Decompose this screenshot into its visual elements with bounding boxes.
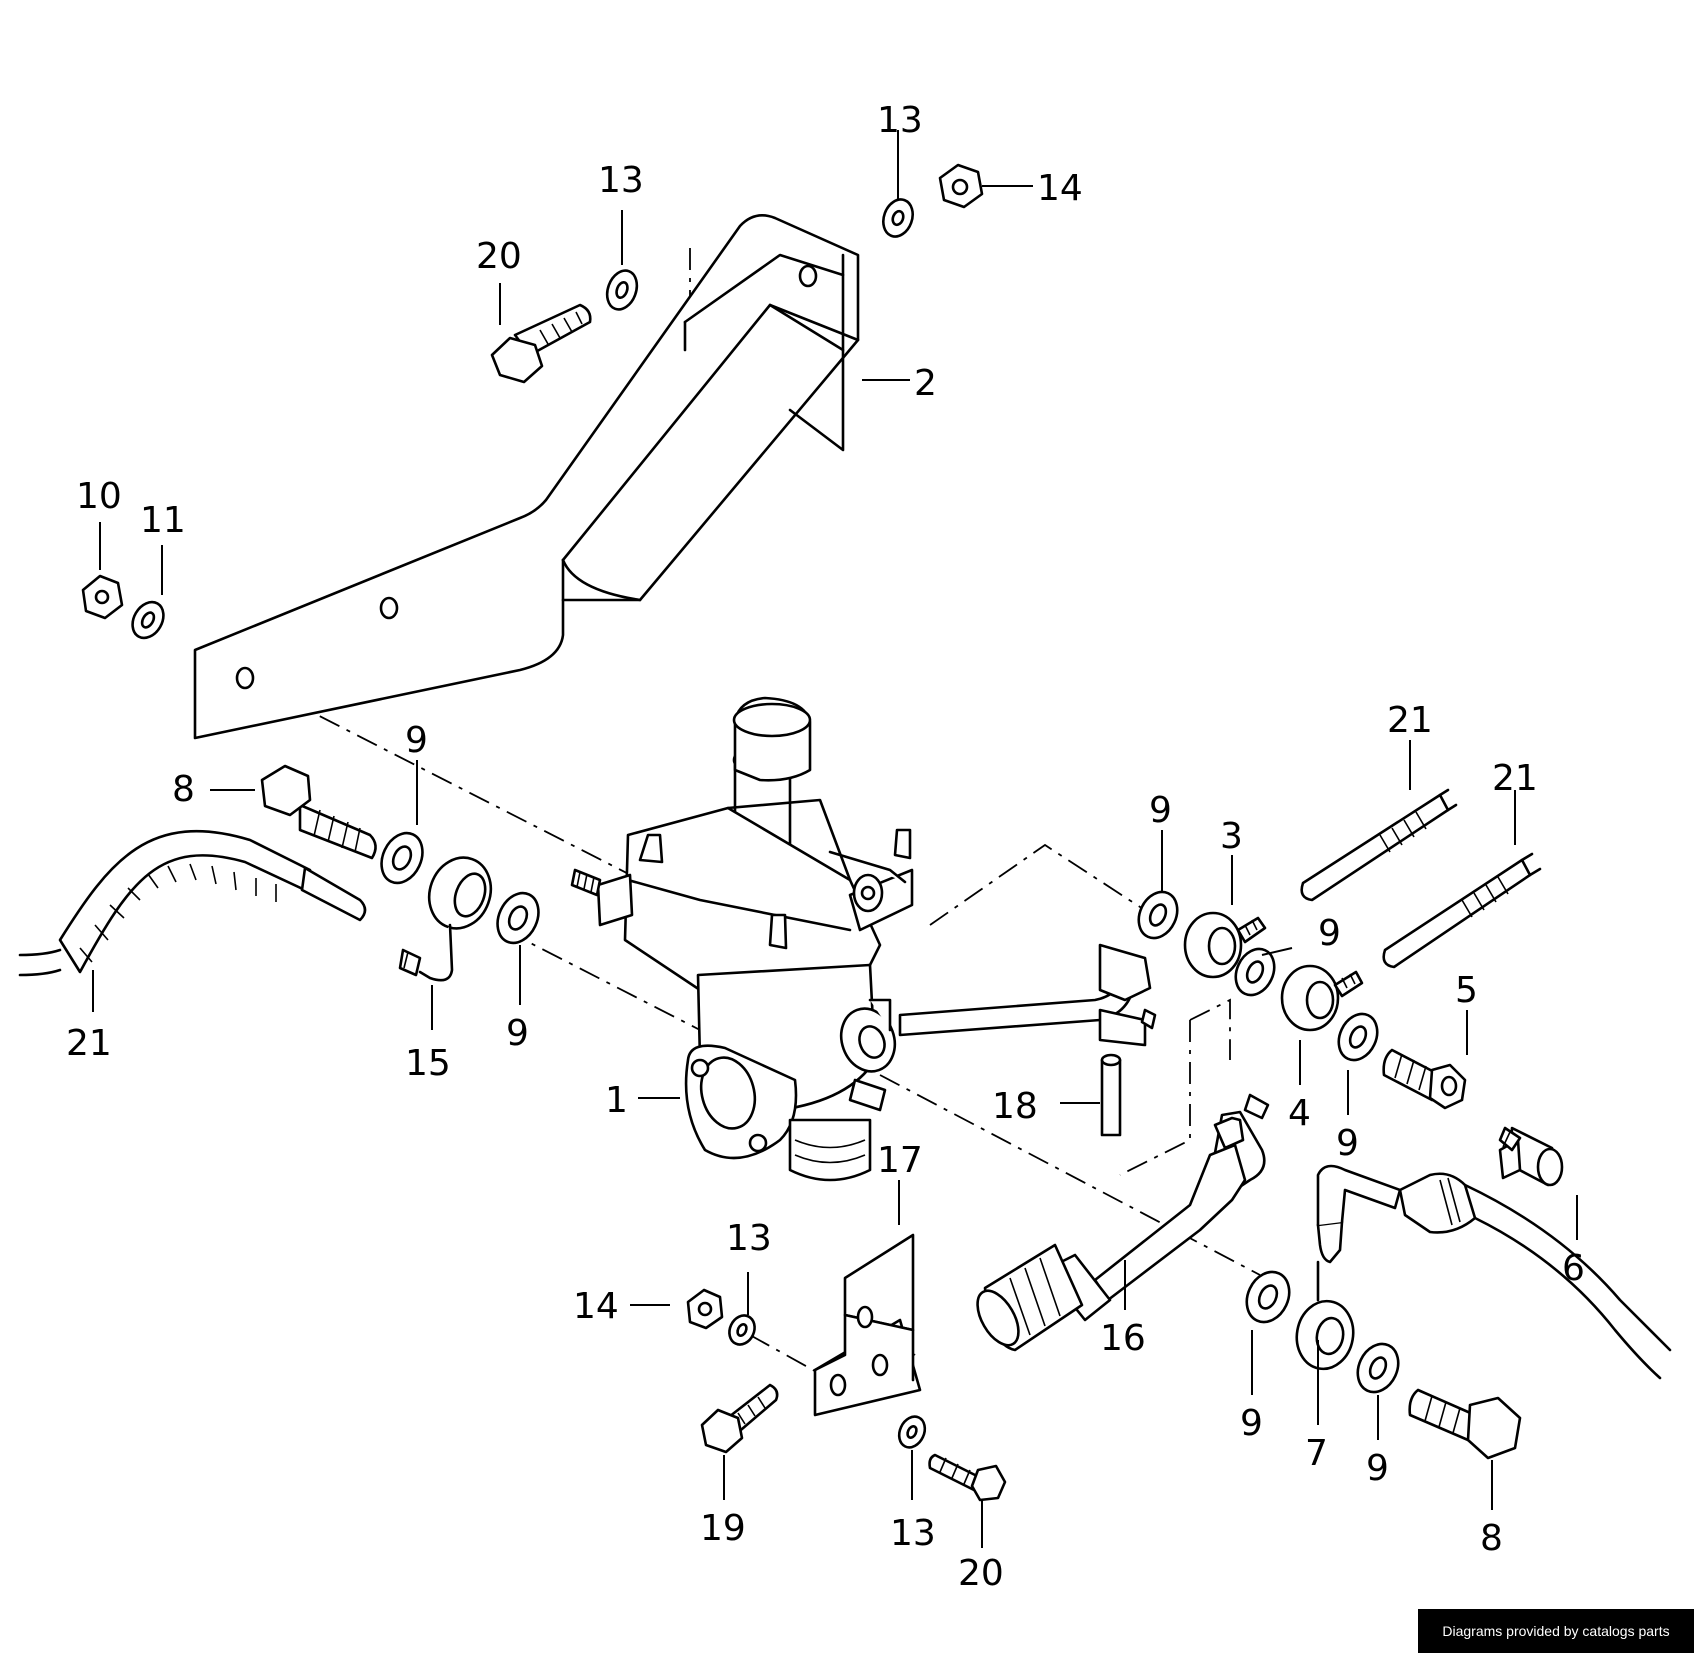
callout-1: 1 [605, 1080, 628, 1121]
banjo-fitting-part-3 [1183, 911, 1267, 979]
hose-part-7 [1295, 1164, 1672, 1380]
callout-9: 9 [1336, 1123, 1359, 1164]
callout-14: 14 [573, 1286, 619, 1327]
valve-body-part-1 [570, 696, 914, 1182]
callout-13: 13 [890, 1513, 936, 1554]
banjo-bolt-part-8-left [260, 764, 377, 860]
banjo-bolt-part-8-bottom [1408, 1388, 1522, 1460]
hose-part-16 [976, 1093, 1270, 1352]
diagram-credit-banner: Diagrams provided by catalogs parts [1418, 1609, 1694, 1653]
washer-part-11 [131, 600, 165, 640]
banjo-bolt-part-5 [1382, 1048, 1467, 1110]
washer-part-9-right-lower [1337, 1012, 1379, 1062]
washer-part-9-upper-right [1137, 890, 1179, 940]
callout-21: 21 [1387, 700, 1433, 741]
hose-end-part-21-lower [1382, 852, 1542, 969]
callout-9: 9 [1366, 1448, 1389, 1489]
washer-part-13-top-right [882, 198, 914, 238]
callout-15: 15 [405, 1043, 451, 1084]
bracket-part-17 [813, 1233, 922, 1417]
washer-part-9-lower-right [1245, 1270, 1291, 1324]
nut-part-14-bottom [686, 1288, 724, 1330]
callout-21: 21 [66, 1023, 112, 1064]
callout-leader-lines [92, 130, 1578, 1548]
nut-part-14-top [938, 163, 984, 209]
callout-9: 9 [1318, 913, 1341, 954]
banjo-fitting-part-15 [398, 856, 493, 982]
bracket-part-2 [193, 214, 860, 740]
callout-3: 3 [1220, 816, 1243, 857]
callout-14: 14 [1037, 168, 1083, 209]
nut-part-10 [81, 574, 124, 620]
callout-11: 11 [140, 500, 186, 541]
hose-end-part-21-upper [1300, 788, 1458, 902]
bolt-part-19 [700, 1383, 779, 1454]
callout-21: 21 [1492, 758, 1538, 799]
washer-part-13-bottom-left [728, 1314, 756, 1346]
callout-8: 8 [172, 769, 195, 810]
callout-5: 5 [1455, 970, 1478, 1011]
callout-13: 13 [877, 100, 923, 141]
bolt-part-20-bottom [928, 1453, 1007, 1502]
callout-17: 17 [877, 1140, 923, 1181]
callout-9: 9 [1149, 790, 1172, 831]
washer-part-13-bottom-center [897, 1415, 927, 1449]
washer-part-9-left-bottom [496, 891, 540, 945]
washer-part-13-top-left [605, 269, 639, 311]
callout-labels: 13 14 13 20 2 10 11 8 9 21 15 9 1 9 3 9 … [66, 100, 1585, 1594]
hose-part-21-left [18, 830, 367, 977]
callout-20: 20 [958, 1553, 1004, 1594]
callout-20: 20 [476, 236, 522, 277]
pipe-part-18-assembly [898, 943, 1157, 1137]
callout-8: 8 [1480, 1518, 1503, 1559]
bolt-part-20-top [490, 303, 592, 384]
callout-18: 18 [992, 1086, 1038, 1127]
callout-13: 13 [598, 160, 644, 201]
callout-4: 4 [1288, 1093, 1311, 1134]
banjo-fitting-part-4 [1280, 964, 1364, 1032]
fitting-part-6 [1498, 1126, 1564, 1187]
callout-7: 7 [1305, 1433, 1328, 1474]
washer-part-9-bottom-right [1356, 1342, 1400, 1394]
callout-16: 16 [1100, 1318, 1146, 1359]
callout-9: 9 [1240, 1403, 1263, 1444]
callout-9: 9 [506, 1013, 529, 1054]
callout-6: 6 [1562, 1248, 1585, 1289]
washer-part-9-left-top [380, 831, 424, 885]
callout-9: 9 [405, 720, 428, 761]
callout-10: 10 [76, 476, 122, 517]
callout-2: 2 [914, 363, 937, 404]
washer-part-9-mid-right [1234, 947, 1276, 997]
callout-19: 19 [700, 1508, 746, 1549]
callout-13: 13 [726, 1218, 772, 1259]
